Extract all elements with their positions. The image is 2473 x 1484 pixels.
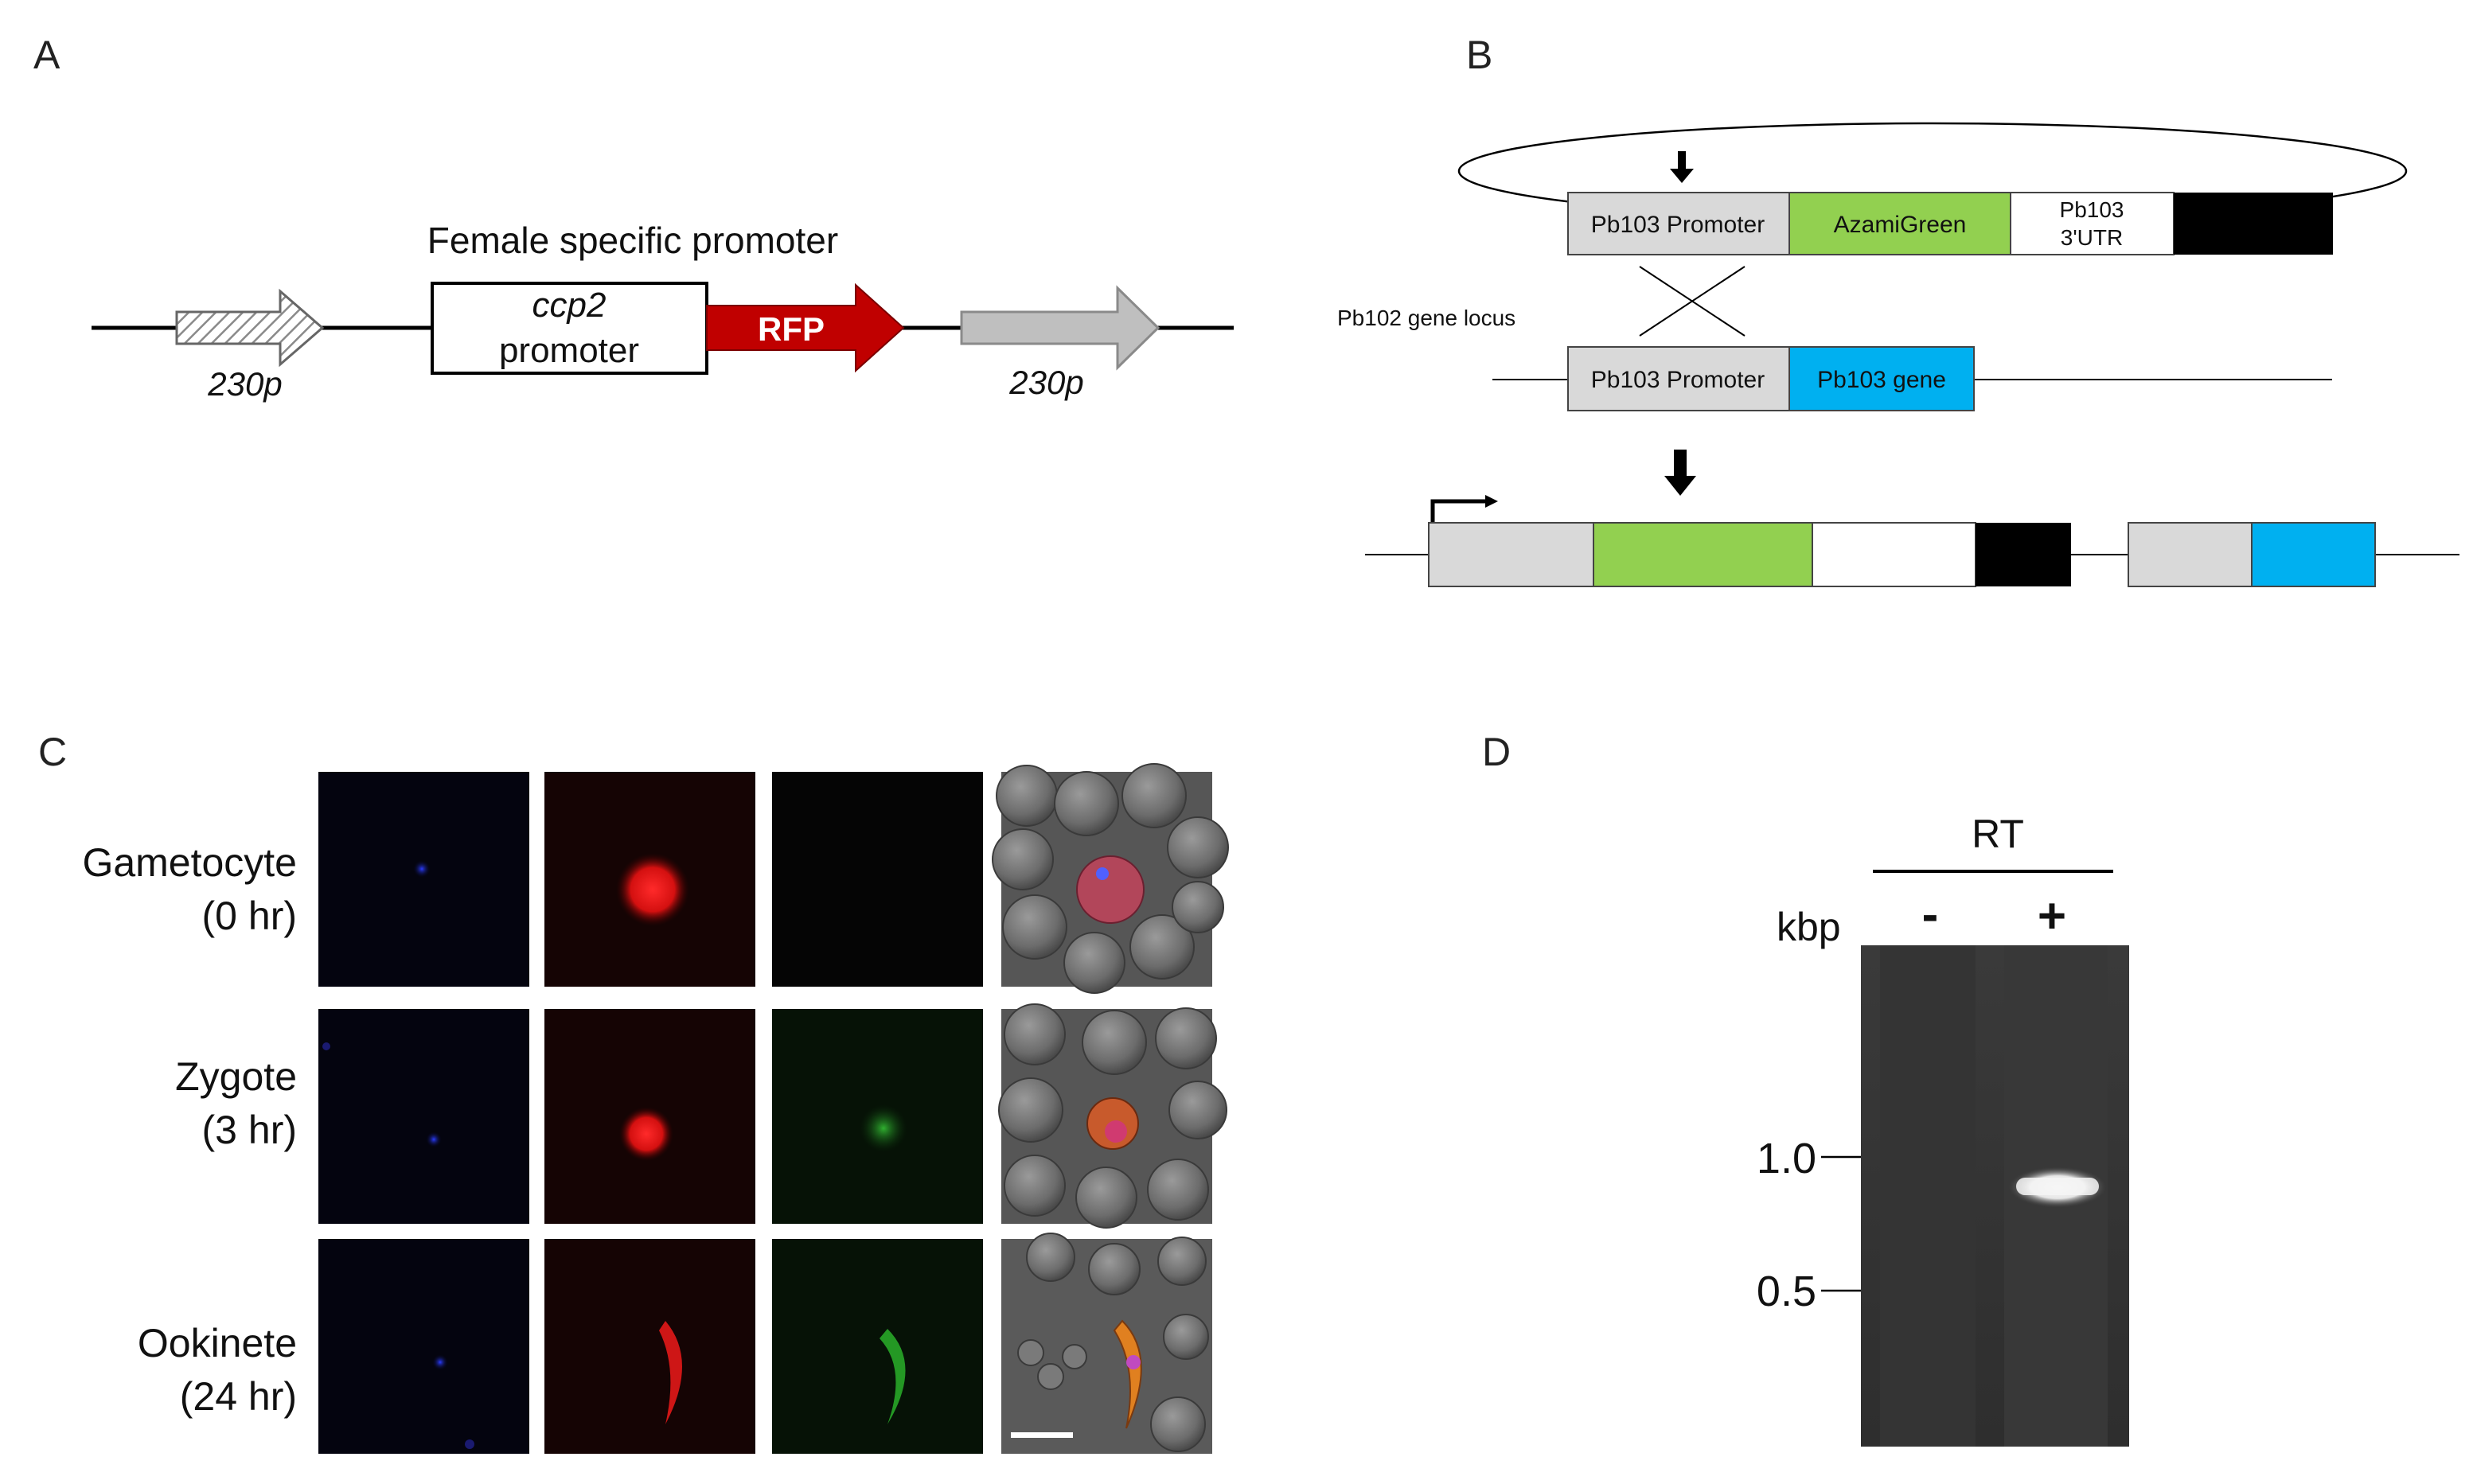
row-label-ookinete-2: (24 hr)	[180, 1374, 297, 1419]
row-label-gametocyte-1: Gametocyte	[82, 840, 297, 885]
micrograph-zygote-merge	[998, 1003, 1227, 1229]
panel-d-letter: D	[1482, 730, 1511, 774]
transcription-start-arrowhead	[1485, 495, 1498, 508]
panel-d: RT kbp - + 1.0 0.5	[1757, 812, 2129, 1447]
crossover-line-2	[1639, 266, 1746, 337]
panel-a-letter: A	[33, 33, 60, 77]
plasmid-promoter-segment	[1567, 192, 1790, 255]
result-promoter-segment-2	[2128, 522, 2253, 587]
micrograph-gametocyte-green	[772, 772, 983, 987]
row-label-gametocyte-2: (0 hr)	[202, 894, 297, 938]
lane-minus-label: -	[1922, 887, 1939, 942]
micrograph-ookinete-merge	[1001, 1233, 1212, 1454]
row-label-zygote-2: (3 hr)	[202, 1108, 297, 1152]
locus-gene-segment	[1788, 346, 1975, 411]
micrograph-zygote-red	[544, 1009, 755, 1224]
gel-header: RT	[1972, 812, 2024, 856]
micrograph-ookinete-red	[544, 1239, 755, 1454]
plasmid-reporter-segment	[1788, 192, 2011, 255]
micrograph-ookinete-green	[772, 1239, 983, 1454]
result-utr-segment	[1812, 522, 1976, 587]
flank-right-arrow	[960, 285, 1160, 371]
marker-label-1-0: 1.0	[1757, 1135, 1816, 1182]
result-promoter-segment	[1428, 522, 1594, 587]
gel-band-plus-core	[2016, 1178, 2099, 1195]
flank-left-arrow	[175, 288, 325, 368]
locus-label: Pb102 gene locus	[1337, 306, 1515, 330]
panel-b: Pb103 Promoter AzamiGreen Pb103 3'UTR Pb…	[1337, 122, 2459, 587]
panel-c: Gametocyte (0 hr) Zygote (3 hr) Ookinete…	[82, 763, 1229, 1454]
result-marker-segment	[1976, 523, 2071, 586]
promoter-word: promoter	[499, 331, 639, 370]
panel-a-title: Female specific promoter	[427, 220, 838, 261]
result-reporter-segment	[1593, 522, 1813, 587]
plasmid-down-arrow	[1670, 151, 1694, 183]
result-gene-segment	[2251, 522, 2376, 587]
flank-right-label: 230p	[1008, 364, 1083, 401]
gel-unit-label: kbp	[1777, 905, 1841, 949]
micrograph-zygote-green	[772, 1009, 983, 1224]
panel-a: Female specific promoter 230p ccp2 promo…	[92, 220, 1234, 403]
marker-label-0-5: 0.5	[1757, 1268, 1816, 1315]
plasmid-utr-label-1: Pb103	[2060, 197, 2124, 222]
locus-promoter-segment	[1567, 346, 1790, 411]
scale-bar	[1011, 1432, 1073, 1438]
promoter-name: ccp2	[532, 286, 607, 325]
locus-promoter-label: Pb103 Promoter	[1591, 367, 1765, 393]
micrograph-zygote-blue	[318, 1009, 529, 1224]
plasmid-marker-segment	[2174, 193, 2333, 255]
micrograph-gametocyte-blue	[318, 772, 529, 987]
micrograph-ookinete-blue	[318, 1239, 529, 1454]
transcription-start-arrow	[1430, 499, 1487, 523]
rfp-label: RFP	[758, 310, 825, 348]
row-label-ookinete-1: Ookinete	[138, 1321, 297, 1365]
micrograph-gametocyte-red	[544, 772, 755, 987]
rfp-arrow	[706, 282, 905, 373]
panel-c-letter: C	[38, 730, 67, 774]
integration-down-arrow	[1664, 450, 1696, 496]
plasmid-utr-label-2: 3'UTR	[2061, 225, 2123, 250]
panel-b-letter: B	[1466, 33, 1492, 77]
plasmid-reporter-label: AzamiGreen	[1834, 212, 1967, 238]
plasmid-promoter-label: Pb103 Promoter	[1591, 212, 1765, 238]
gel-lane-minus	[1880, 945, 1976, 1447]
row-label-zygote-1: Zygote	[175, 1054, 297, 1099]
micrograph-gametocyte-merge	[992, 763, 1229, 994]
locus-gene-label: Pb103 gene	[1817, 367, 1946, 393]
lane-plus-label: +	[2038, 889, 2066, 944]
flank-left-label: 230p	[207, 365, 282, 403]
